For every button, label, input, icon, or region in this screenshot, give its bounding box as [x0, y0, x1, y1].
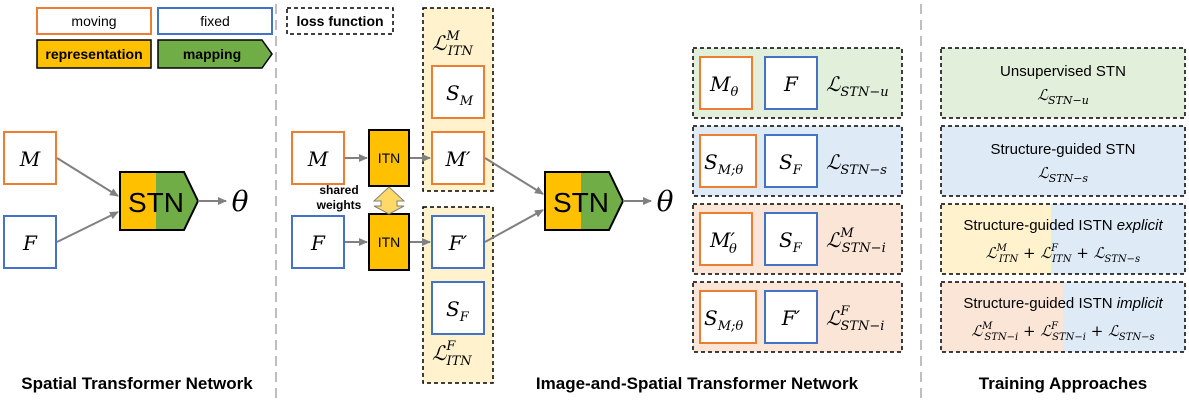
legend-fixed-box: [157, 7, 273, 35]
training-section: Unsupervised STN ℒSTN−u Structure-guided…: [940, 47, 1186, 393]
loss-row-left-label: Mθ: [709, 72, 738, 100]
itn-block-fixed-label: ITN: [378, 234, 401, 250]
training-item-title: Structure-guided STN: [990, 141, 1135, 158]
loss-row-left-box: [699, 212, 753, 266]
itn-block-moving-label: ITN: [378, 150, 401, 166]
loss-row-right-label: SF: [779, 228, 803, 256]
istn-moving-box: [291, 131, 345, 185]
loss-row-right-label: F: [783, 72, 799, 96]
itn-block-fixed: [368, 213, 410, 271]
stn-moving-label: M: [19, 147, 41, 171]
training-item: [940, 47, 1186, 119]
shared-weights-label: shared: [319, 183, 358, 197]
fixed-output-label: F′: [448, 231, 468, 255]
legend: moving fixed representation mapping loss…: [36, 7, 394, 69]
section-title-right: Training Approaches: [979, 374, 1147, 393]
loss-row-loss: ℒSTN−u: [826, 72, 889, 100]
legend-representation-label: representation: [45, 46, 142, 62]
training-item-formula: ℒSTN−s: [1038, 164, 1089, 185]
loss-row-left-box: [699, 290, 757, 344]
itn-block-moving: [368, 129, 410, 187]
stn-arrow-fixed: [56, 211, 119, 243]
loss-row-left-box: [699, 56, 753, 110]
loss-row-left-label: SM;θ: [704, 150, 743, 178]
training-item: [940, 125, 1186, 197]
training-item-title: Structure-guided ISTN implicit: [963, 295, 1163, 312]
istn-stn-block-label: STN: [553, 187, 609, 218]
istn-theta: θ: [657, 185, 674, 218]
stn-block-label: STN: [128, 187, 184, 218]
istn-fixed-label: F: [310, 231, 326, 255]
legend-moving-label: moving: [71, 13, 116, 29]
loss-row-left-label: SM;θ: [704, 306, 743, 334]
legend-loss-box: [286, 7, 394, 35]
legend-representation-box: [36, 39, 152, 69]
fixed-output-box: [431, 215, 485, 269]
moving-output-label: M′: [444, 147, 470, 171]
istn-arrow-mprime-stn: [484, 157, 544, 195]
legend-mapping-box: [157, 39, 273, 69]
istn-stn-block: STN: [544, 171, 625, 231]
loss-row-right-box: [764, 212, 818, 266]
loss-row-right-label: F′: [781, 306, 801, 330]
training-item: [940, 203, 1186, 275]
loss-row-right-box: [764, 56, 818, 110]
training-item: [940, 281, 1186, 353]
legend-mapping-label: mapping: [183, 46, 241, 62]
istn-fixed-box: [291, 215, 345, 269]
section-title-middle: Image-and-Spatial Transformer Network: [536, 374, 859, 393]
legend-moving-box: [36, 7, 152, 35]
legend-fixed-label: fixed: [200, 13, 230, 29]
loss-row-loss: ℒSTN−s: [826, 150, 887, 178]
shared-weights-label-2: weights: [316, 198, 362, 212]
stn-theta: θ: [232, 185, 249, 218]
istn-moving-label: M: [307, 147, 329, 171]
seg-fixed-box: [431, 281, 485, 335]
legend-loss-label: loss function: [296, 13, 383, 29]
stn-block: STN: [119, 171, 200, 231]
training-item-title: Structure-guided ISTN explicit: [963, 217, 1163, 234]
loss-row-left-box: [699, 134, 757, 188]
section-title-left: Spatial Transformer Network: [21, 374, 253, 393]
seg-fixed-label: SF: [446, 297, 470, 325]
training-item-title: Unsupervised STN: [1000, 63, 1126, 80]
loss-row-left-label: M′θ: [709, 228, 737, 257]
loss-row-right-box: [764, 134, 818, 188]
loss-row-right-label: SF: [779, 150, 803, 178]
istn-arrow-fprime-stn: [484, 209, 544, 243]
loss-row-right-box: [764, 290, 818, 344]
stn-arrow-moving: [56, 157, 119, 197]
stn-fixed-label: F: [22, 231, 38, 255]
seg-moving-box: [431, 65, 485, 119]
seg-moving-label: SM: [446, 81, 474, 109]
training-item-formula: ℒSTN−u: [1037, 86, 1089, 107]
stn-section: M F STN θ Spatial Transformer Network: [3, 131, 253, 393]
stn-fixed-box: [3, 215, 57, 269]
stn-moving-box: [3, 131, 57, 185]
moving-output-box: [431, 131, 485, 185]
shared-weights-arrow: [372, 186, 406, 215]
